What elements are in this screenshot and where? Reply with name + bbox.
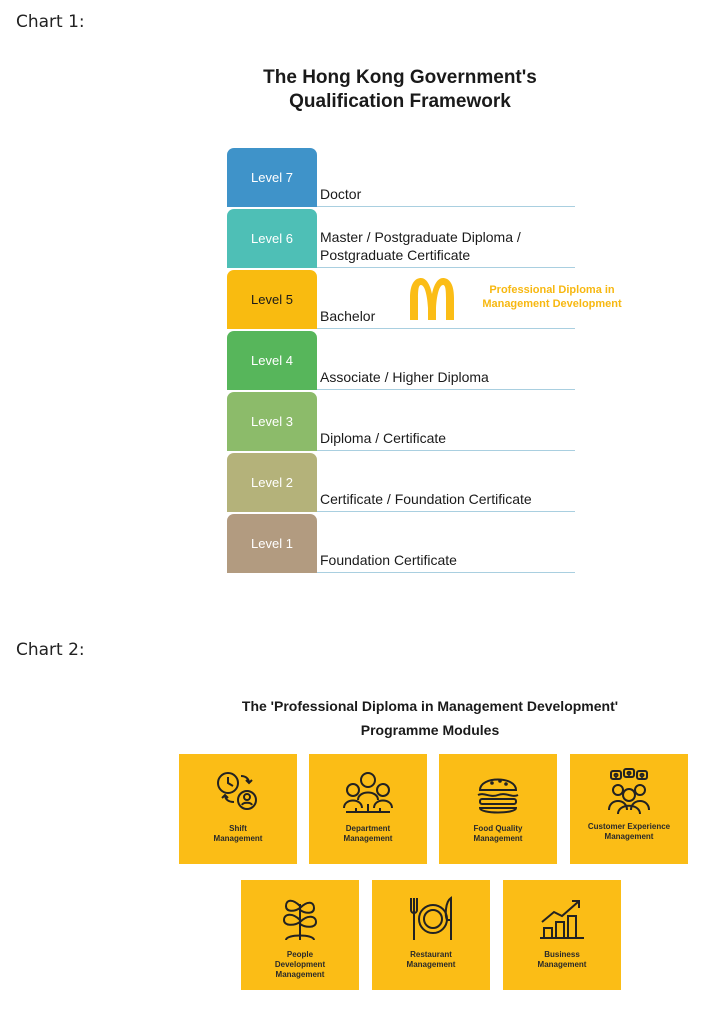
level-description: Certificate / Foundation Certificate (320, 491, 532, 507)
level-row-3: Level 3 Diploma / Certificate (227, 392, 575, 451)
level-divider (317, 511, 575, 512)
level-divider (317, 206, 575, 207)
framework-title-line1: The Hong Kong Government's (263, 67, 537, 88)
module-business-management: Business Management (503, 880, 621, 990)
framework-title: The Hong Kong Government's Qualification… (200, 66, 600, 114)
golden-arches-logo (410, 278, 454, 320)
module-shift-management: Shift Management (179, 754, 297, 864)
level-description: Doctor (320, 186, 362, 202)
level-divider (317, 450, 575, 451)
module-label-line: Management (343, 834, 393, 843)
level-description: Bachelor (320, 308, 376, 324)
programme-title-line1: The 'Professional Diploma in Management … (241, 698, 619, 714)
module-people-development-management: People Development Management (241, 880, 359, 990)
programme-title: The 'Professional Diploma in Management … (180, 694, 680, 742)
chart2-caption: Chart 2: (16, 640, 85, 660)
module-label: Customer Experience Management (573, 822, 685, 842)
programme-highlight-line1: Professional Diploma in (489, 284, 615, 296)
level-badge: Level 4 (227, 331, 317, 390)
level-divider (317, 389, 575, 390)
level-description: Foundation Certificate (320, 552, 457, 568)
module-label: Business Management (506, 950, 618, 970)
module-label: Department Management (312, 824, 424, 844)
module-label-line: Management (213, 834, 263, 843)
growth-chart-icon (540, 900, 584, 939)
module-label: People Development Management (244, 950, 356, 980)
level-row-1: Level 1 Foundation Certificate (227, 514, 575, 573)
module-label-line: Management (275, 970, 325, 979)
module-label-line: Food Quality (473, 824, 523, 833)
module-restaurant-management: Restaurant Management (372, 880, 490, 990)
customers-hearts-icon (608, 768, 650, 815)
module-label-line: People (286, 950, 314, 959)
module-label-line: Management (406, 960, 456, 969)
level-badge: Level 6 (227, 209, 317, 268)
module-label: Shift Management (182, 824, 294, 844)
level-row-6: Level 6 Master / Postgraduate Diploma / … (227, 209, 575, 268)
programme-highlight: Professional Diploma in Management Devel… (462, 283, 642, 311)
module-label-line: Department (345, 824, 391, 833)
module-label-line: Management (604, 832, 654, 841)
module-label-line: Management (537, 960, 587, 969)
programme-title-line2: Programme Modules (360, 722, 500, 738)
level-badge: Level 1 (227, 514, 317, 573)
module-label-line: Restaurant (410, 950, 452, 959)
level-row-5: Level 5 Bachelor (227, 270, 575, 329)
chart1-caption: Chart 1: (16, 12, 85, 32)
module-label-line: Business (544, 950, 580, 959)
module-label-line: Customer Experience (587, 822, 671, 831)
level-divider (317, 328, 575, 329)
level-divider (317, 572, 575, 573)
module-label: Food Quality Management (442, 824, 554, 844)
plate-cutlery-icon (410, 896, 452, 940)
framework-title-line2: Qualification Framework (289, 90, 511, 112)
plant-icon (282, 899, 318, 941)
module-customer-experience-management: Customer Experience Management (570, 754, 688, 864)
module-label: Restaurant Management (375, 950, 487, 970)
level-badge: Level 5 (227, 270, 317, 329)
burger-icon (477, 778, 519, 814)
module-label-line: Shift (229, 824, 247, 833)
level-badge: Level 7 (227, 148, 317, 207)
level-description: Master / Postgraduate Diploma / Postgrad… (320, 229, 521, 263)
module-label-line: Development (274, 960, 326, 969)
level-description: Associate / Higher Diploma (320, 369, 489, 385)
clock-person-icon (217, 772, 257, 810)
level-row-4: Level 4 Associate / Higher Diploma (227, 331, 575, 390)
level-row-7: Level 7 Doctor (227, 148, 575, 207)
level-row-2: Level 2 Certificate / Foundation Certifi… (227, 453, 575, 512)
level-description: Diploma / Certificate (320, 430, 447, 446)
programme-highlight-line2: Management Development (482, 298, 622, 310)
level-badge: Level 3 (227, 392, 317, 451)
level-badge: Level 2 (227, 453, 317, 512)
level-divider (317, 267, 575, 268)
module-label-line: Management (473, 834, 523, 843)
module-department-management: Department Management (309, 754, 427, 864)
module-food-quality-management: Food Quality Management (439, 754, 557, 864)
team-icon (343, 772, 393, 813)
